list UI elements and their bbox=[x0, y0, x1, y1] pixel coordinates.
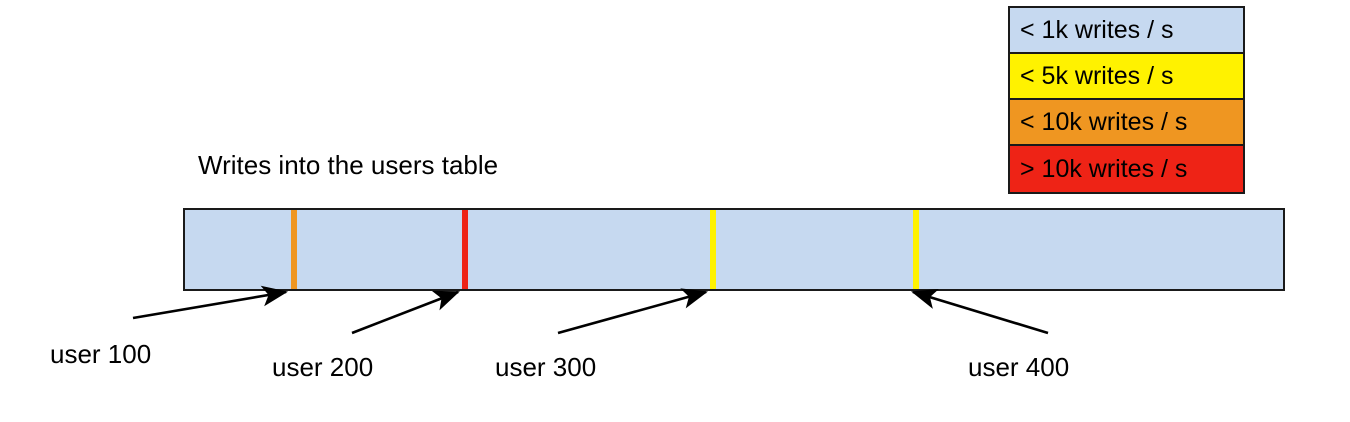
legend-item-label: > 10k writes / s bbox=[1020, 154, 1188, 183]
legend-item-label: < 5k writes / s bbox=[1020, 61, 1174, 90]
hot-key-stripe-user-300 bbox=[710, 210, 716, 289]
callout-label-user-300: user 300 bbox=[495, 352, 597, 382]
arrow-user-400 bbox=[911, 288, 1049, 335]
callout-label-user-100: user 100 bbox=[50, 339, 152, 369]
callout-label-user-400: user 400 bbox=[968, 352, 1070, 382]
hot-key-stripe-user-100 bbox=[291, 210, 297, 289]
callout-label-user-200: user 200 bbox=[272, 352, 374, 382]
hot-key-stripe-user-400 bbox=[913, 210, 919, 289]
hot-key-stripe-user-200 bbox=[462, 210, 468, 289]
legend-item-label: < 10k writes / s bbox=[1020, 107, 1188, 136]
legend-item-gt-10k: > 10k writes / s bbox=[1010, 146, 1243, 192]
arrow-user-100 bbox=[132, 285, 289, 320]
legend-item-lt-1k: < 1k writes / s bbox=[1010, 8, 1243, 54]
legend-item-label: < 1k writes / s bbox=[1020, 15, 1174, 44]
legend: < 1k writes / s < 5k writes / s < 10k wr… bbox=[1008, 6, 1245, 194]
chart-title: Writes into the users table bbox=[198, 150, 499, 180]
arrow-user-300 bbox=[557, 288, 709, 335]
arrow-user-200 bbox=[351, 290, 460, 335]
users-table-band bbox=[183, 208, 1285, 291]
legend-item-lt-10k: < 10k writes / s bbox=[1010, 100, 1243, 146]
legend-item-lt-5k: < 5k writes / s bbox=[1010, 54, 1243, 100]
